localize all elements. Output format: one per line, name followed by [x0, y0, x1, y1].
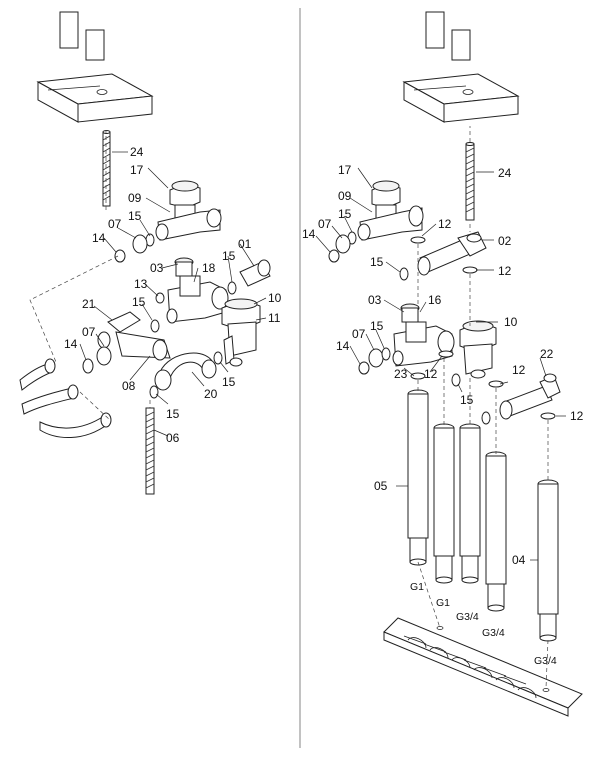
right-assembly: 24 17 09 15 07 14 12 02 15 12 03 16 10 0… — [302, 11, 584, 717]
label-16-right: 16 — [428, 293, 442, 307]
label-10-right: 10 — [504, 315, 518, 329]
extension-pipe-04 — [537, 479, 559, 642]
extension-pipe-05 — [407, 389, 429, 566]
label-12b-right: 12 — [498, 264, 512, 278]
label-14b-left: 14 — [64, 337, 78, 351]
washer-15-under-right — [481, 411, 491, 425]
washer-15b-right — [399, 267, 409, 281]
size-g1-pipe-05: G1 — [410, 581, 424, 593]
label-18-left: 18 — [202, 261, 216, 275]
washer-14-left — [114, 249, 126, 263]
size-g1-pipe-2: G1 — [436, 597, 450, 609]
label-09-right: 09 — [338, 189, 352, 203]
washer-15c-left — [150, 319, 160, 333]
label-15b-right: 15 — [370, 255, 384, 269]
label-13-left: 13 — [134, 277, 148, 291]
extension-pipe-g34b — [485, 451, 507, 612]
extension-pipe-g34a — [459, 423, 481, 584]
washer-12b-right — [462, 266, 478, 274]
label-15c-left: 15 — [132, 295, 146, 309]
wall-bracket-left — [36, 11, 154, 123]
label-08-left: 08 — [122, 379, 136, 393]
elbow-02-right — [417, 231, 487, 276]
label-12c-right: 12 — [424, 367, 438, 381]
label-15a-right: 15 — [338, 207, 352, 221]
label-07a-right: 07 — [318, 217, 332, 231]
tee-16-right — [392, 303, 455, 367]
elbow-22-right — [499, 373, 561, 420]
washer-14b-right — [358, 361, 370, 375]
label-09-left: 09 — [128, 191, 142, 205]
label-17-right: 17 — [338, 163, 352, 177]
size-g34-pipe-4: G3/4 — [482, 627, 505, 639]
label-03-right: 03 — [368, 293, 382, 307]
valve-17-09-right — [357, 180, 424, 241]
label-02-right: 02 — [498, 234, 512, 248]
threaded-rod-24 — [102, 130, 111, 207]
label-07b-left: 07 — [82, 325, 96, 339]
size-g34-pipe-3: G3/4 — [456, 611, 479, 623]
label-11-left: 11 — [268, 311, 281, 325]
washer-14a-right — [328, 249, 340, 263]
label-15b-left: 15 — [222, 249, 236, 263]
label-04-right: 04 — [512, 553, 526, 567]
nut-07a-right — [335, 234, 351, 254]
label-20-left: 20 — [204, 387, 218, 401]
washer-12d-right — [488, 380, 504, 388]
u-bend-20-left — [154, 352, 217, 391]
connector-01-left — [227, 259, 271, 295]
washer-15c-right — [381, 347, 391, 361]
washer-15d-left — [213, 351, 223, 365]
label-12a-right: 12 — [438, 217, 452, 231]
label-15d-left: 15 — [222, 375, 236, 389]
label-15c-right: 15 — [370, 319, 384, 333]
threaded-rod-24-right — [465, 142, 475, 221]
nut-07-left — [132, 234, 148, 254]
label-12e-right: 12 — [570, 409, 584, 423]
label-06-left: 06 — [166, 431, 180, 445]
label-07a-left: 07 — [108, 217, 122, 231]
regulator-10-11-left — [221, 298, 261, 367]
regulator-10-right — [459, 320, 497, 379]
left-assembly: 24 17 09 15 07 14 03 18 15 01 13 15 21 1… — [19, 11, 282, 495]
label-23-right: 23 — [394, 367, 408, 381]
label-03-left: 03 — [150, 261, 164, 275]
washer-15e-left — [149, 385, 159, 399]
washer-12e-right — [540, 412, 556, 420]
label-21-left: 21 — [82, 297, 96, 311]
threaded-rod-06 — [145, 407, 155, 495]
washer-12c-right — [438, 350, 454, 358]
label-22-right: 22 — [540, 347, 554, 361]
extension-pipe-g1 — [433, 423, 455, 584]
label-14a-left: 14 — [92, 231, 106, 245]
label-07b-right: 07 — [352, 327, 366, 341]
size-g34-pipe-04: G3/4 — [534, 655, 557, 667]
nut-07b-right — [368, 348, 384, 368]
mounting-rail — [383, 617, 583, 717]
label-10-left: 10 — [268, 291, 282, 305]
washer-13-left — [155, 292, 165, 304]
washer-23-right — [410, 372, 426, 380]
valve-17-09-left — [155, 180, 222, 241]
label-14b-right: 14 — [336, 339, 350, 353]
wall-bracket-right — [402, 11, 520, 123]
label-05-right: 05 — [374, 479, 388, 493]
washer-12a-right — [410, 236, 426, 244]
label-14a-right: 14 — [302, 227, 316, 241]
pipes-left — [19, 358, 112, 439]
label-15d-right: 15 — [460, 393, 474, 407]
label-17-left: 17 — [130, 163, 144, 177]
washer-15d-right — [451, 373, 461, 387]
label-12d-right: 12 — [512, 363, 526, 377]
tee-18-left — [166, 257, 229, 324]
label-15e-left: 15 — [166, 407, 180, 421]
label-01-left: 01 — [238, 237, 252, 251]
label-24-right: 24 — [498, 166, 512, 180]
label-24-left: 24 — [130, 145, 144, 159]
valve-21-08-left — [82, 311, 171, 374]
label-15a-left: 15 — [128, 209, 142, 223]
